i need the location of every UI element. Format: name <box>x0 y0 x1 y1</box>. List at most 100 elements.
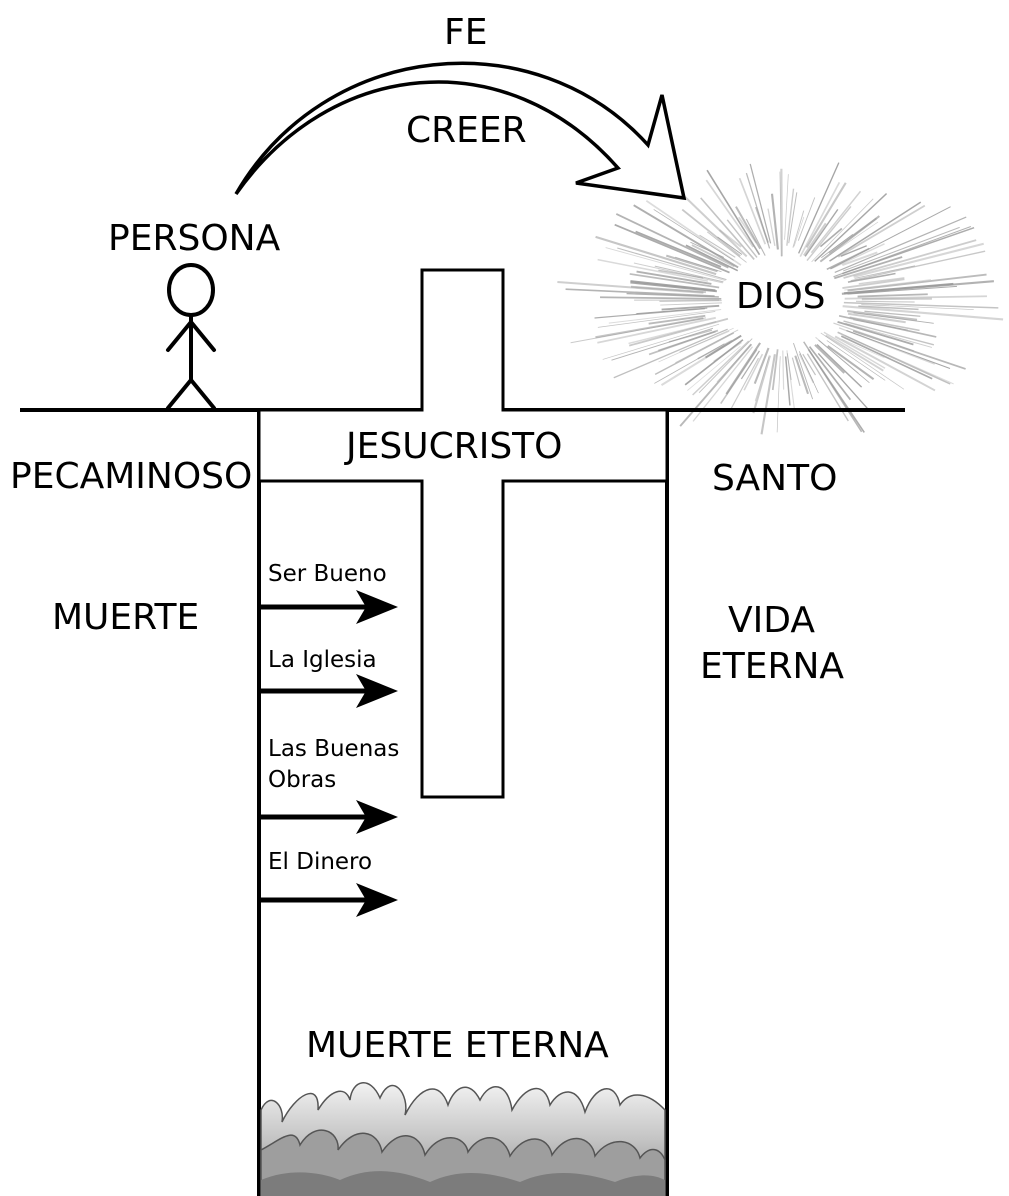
cross <box>257 268 669 799</box>
light-ray <box>595 317 704 339</box>
light-ray <box>841 280 994 295</box>
light-ray <box>840 245 867 257</box>
light-ray <box>753 347 770 384</box>
light-ray <box>843 301 999 309</box>
light-ray <box>819 227 843 248</box>
light-ray <box>698 338 753 393</box>
light-ray <box>770 193 779 250</box>
attempt-label-2: La Iglesia <box>268 647 377 673</box>
light-ray <box>614 223 730 274</box>
light-ray <box>829 221 879 256</box>
light-ray <box>858 277 905 285</box>
light-ray <box>602 323 720 360</box>
light-ray <box>837 320 914 346</box>
light-ray <box>636 270 712 285</box>
light-ray <box>817 353 868 409</box>
light-ray <box>658 330 716 352</box>
light-ray <box>842 278 905 290</box>
light-ray <box>717 236 743 255</box>
light-ray <box>726 219 758 258</box>
light-ray <box>597 311 716 328</box>
light-ray <box>849 316 920 332</box>
attempt-label-3-line1: Las Buenas <box>268 736 400 762</box>
light-ray <box>826 340 886 381</box>
light-ray <box>661 304 720 311</box>
light-ray <box>628 317 729 347</box>
light-ray <box>820 332 905 390</box>
light-ray <box>853 312 934 324</box>
light-ray <box>833 322 915 352</box>
light-ray <box>797 197 816 241</box>
light-ray <box>791 357 801 386</box>
light-ray <box>844 295 987 300</box>
light-ray <box>827 345 875 381</box>
light-ray <box>838 315 937 338</box>
light-ray <box>608 308 722 324</box>
light-ray <box>850 250 986 282</box>
light-ray <box>648 314 706 325</box>
god-label: DIOS <box>736 276 826 317</box>
light-ray <box>626 292 719 298</box>
believe-label: CREER <box>406 110 527 151</box>
light-ray <box>725 342 761 395</box>
light-ray <box>805 182 847 249</box>
light-ray <box>629 273 720 289</box>
light-ray <box>798 351 819 394</box>
light-ray <box>738 177 767 245</box>
light-ray <box>786 353 792 381</box>
light-ray <box>659 300 722 302</box>
light-ray <box>660 302 722 306</box>
light-ray <box>617 247 727 281</box>
divine-light-burst <box>557 162 1004 435</box>
light-ray <box>687 345 741 391</box>
light-ray <box>628 320 717 345</box>
light-ray <box>814 193 888 262</box>
light-ray <box>823 331 886 369</box>
light-ray <box>830 243 885 270</box>
light-ray <box>847 285 958 295</box>
light-ray <box>771 349 779 391</box>
light-ray <box>855 300 915 303</box>
death-label: MUERTE <box>52 597 200 638</box>
light-ray <box>830 206 951 270</box>
light-ray <box>784 356 791 406</box>
attempt-arrow <box>259 590 398 624</box>
light-ray <box>841 338 885 359</box>
light-ray <box>864 310 921 317</box>
light-ray <box>740 350 760 380</box>
light-ray <box>833 226 972 278</box>
light-ray <box>767 208 776 246</box>
light-ray <box>605 247 726 281</box>
light-ray <box>838 327 935 365</box>
light-ray <box>803 222 827 257</box>
light-ray <box>600 296 722 300</box>
light-ray <box>852 330 966 370</box>
light-ray <box>706 231 747 263</box>
light-ray <box>794 355 809 395</box>
light-ray <box>793 216 805 247</box>
light-ray <box>845 322 933 348</box>
light-ray <box>857 293 928 298</box>
light-ray <box>853 242 984 278</box>
light-ray <box>633 204 739 269</box>
light-ray <box>858 305 919 311</box>
light-ray <box>861 304 974 310</box>
eternal-life-label-line2: ETERNA <box>700 646 845 687</box>
light-ray <box>841 251 878 267</box>
attempt-label-1: Ser Bueno <box>268 561 387 587</box>
light-ray <box>792 210 805 248</box>
light-ray <box>816 343 863 388</box>
light-ray <box>837 331 951 385</box>
attempt-arrows <box>259 590 398 917</box>
person-label: PERSONA <box>108 218 281 259</box>
hell-flames <box>260 1082 666 1196</box>
light-ray <box>819 215 880 263</box>
light-ray <box>843 226 960 272</box>
light-ray <box>718 229 742 248</box>
light-ray <box>804 208 839 257</box>
light-ray <box>803 341 863 433</box>
jesus-label: JESUCRISTO <box>346 426 563 467</box>
light-ray <box>818 339 870 384</box>
light-ray <box>597 316 716 344</box>
